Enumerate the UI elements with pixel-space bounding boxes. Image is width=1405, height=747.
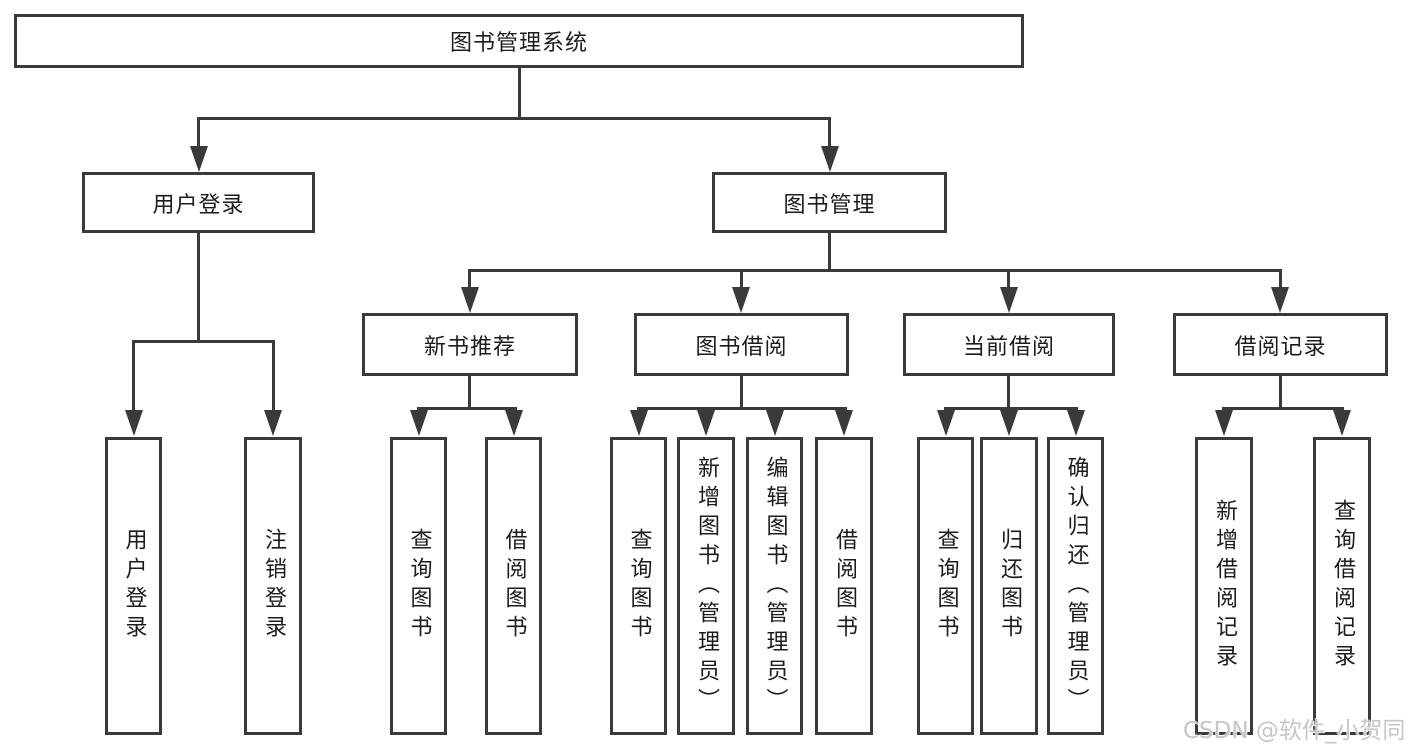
leaf-user-login: 用户登录 — [105, 437, 162, 735]
node-current-borrow: 当前借阅 — [903, 313, 1115, 376]
node-label: 当前借阅 — [962, 334, 1055, 360]
arrowhead-down-icon — [1000, 287, 1018, 313]
connector-stub — [740, 269, 743, 289]
connector-rail — [1222, 407, 1344, 410]
connector-stub — [1279, 269, 1282, 289]
node-label: 用户登录 — [152, 192, 245, 218]
leaf-label: 归还图书 — [997, 528, 1022, 644]
leaf-label: 查询图书 — [933, 528, 959, 644]
leaf-query-books-1: 查询图书 — [390, 437, 447, 735]
arrowhead-down-icon — [1215, 410, 1233, 436]
leaf-query-borrow-record: 查询借阅记录 — [1313, 437, 1371, 735]
connector-stub — [272, 340, 275, 412]
leaf-borrow-books-2: 借阅图书 — [815, 437, 873, 735]
connector-bookmgmt-rail — [468, 269, 1282, 272]
arrowhead-down-icon — [821, 146, 839, 172]
node-book-management: 图书管理 — [712, 172, 947, 233]
leaf-confirm-return-admin: 确认归还（管理员） — [1047, 437, 1104, 735]
connector-userlogin-drop — [197, 233, 200, 343]
leaf-label: 新增借阅记录 — [1212, 499, 1237, 673]
leaf-label: 新增图书（管理员） — [694, 455, 719, 717]
leaf-query-books-3: 查询图书 — [917, 437, 974, 735]
leaf-label: 查询图书 — [406, 528, 432, 644]
connector-bookmgmt-drop — [828, 233, 831, 272]
leaf-borrow-books-1: 借阅图书 — [485, 437, 542, 735]
leaf-query-books-2: 查询图书 — [610, 437, 667, 735]
node-label: 新书推荐 — [423, 334, 516, 360]
connector-drop — [740, 376, 743, 410]
leaf-add-books-admin: 新增图书（管理员） — [677, 437, 735, 735]
node-book-borrow: 图书借阅 — [634, 313, 849, 376]
leaf-return-books: 归还图书 — [980, 437, 1038, 735]
connector-rail — [637, 407, 847, 410]
leaf-label: 查询图书 — [626, 528, 652, 644]
connector-drop — [1279, 376, 1282, 410]
leaf-label: 用户登录 — [121, 528, 147, 644]
leaf-label: 编辑图书（管理员） — [762, 455, 788, 717]
leaf-logout: 注销登录 — [244, 437, 302, 735]
connector-stub — [132, 340, 135, 412]
leaf-edit-books-admin: 编辑图书（管理员） — [746, 437, 803, 735]
node-label: 图书借阅 — [695, 334, 788, 360]
arrowhead-down-icon — [697, 410, 715, 436]
arrowhead-down-icon — [1333, 410, 1351, 436]
leaf-label: 注销登录 — [261, 528, 286, 644]
connector-stub — [828, 117, 831, 150]
node-library-system: 图书管理系统 — [14, 14, 1024, 68]
connector-stub — [468, 269, 471, 289]
arrowhead-down-icon — [937, 410, 955, 436]
arrowhead-down-icon — [1000, 410, 1018, 436]
connector-drop — [1007, 376, 1010, 410]
leaf-add-borrow-record: 新增借阅记录 — [1195, 437, 1253, 735]
node-label: 图书管理 — [783, 192, 876, 218]
arrowhead-down-icon — [766, 410, 784, 436]
arrowhead-down-icon — [264, 410, 282, 436]
arrowhead-down-icon — [630, 410, 648, 436]
connector-root-drop — [518, 68, 521, 118]
arrowhead-down-icon — [1271, 287, 1289, 313]
connector-rail — [944, 407, 1078, 410]
arrowhead-down-icon — [835, 410, 853, 436]
arrowhead-down-icon — [410, 410, 428, 436]
connector-root-rail — [197, 117, 831, 120]
arrowhead-down-icon — [125, 410, 143, 436]
node-new-book-recommend: 新书推荐 — [362, 313, 578, 376]
arrowhead-down-icon — [505, 410, 523, 436]
leaf-label: 查询借阅记录 — [1330, 499, 1355, 673]
node-borrow-records: 借阅记录 — [1173, 313, 1388, 376]
arrowhead-down-icon — [732, 287, 750, 313]
arrowhead-down-icon — [1067, 410, 1085, 436]
leaf-label: 借阅图书 — [501, 528, 527, 644]
connector-rail — [417, 407, 517, 410]
connector-stub — [197, 117, 200, 150]
arrowhead-down-icon — [190, 146, 208, 172]
connector-stub — [1007, 269, 1010, 289]
node-user-login: 用户登录 — [82, 172, 315, 233]
connector-drop — [468, 376, 471, 410]
connector-userlogin-rail — [132, 340, 275, 343]
arrowhead-down-icon — [461, 287, 479, 313]
node-label: 借阅记录 — [1234, 334, 1327, 360]
leaf-label: 借阅图书 — [832, 528, 857, 644]
csdn-watermark: CSDN @软件_小贺同学 — [1183, 718, 1405, 744]
leaf-label: 确认归还（管理员） — [1063, 455, 1089, 717]
node-label: 图书管理系统 — [449, 31, 588, 56]
